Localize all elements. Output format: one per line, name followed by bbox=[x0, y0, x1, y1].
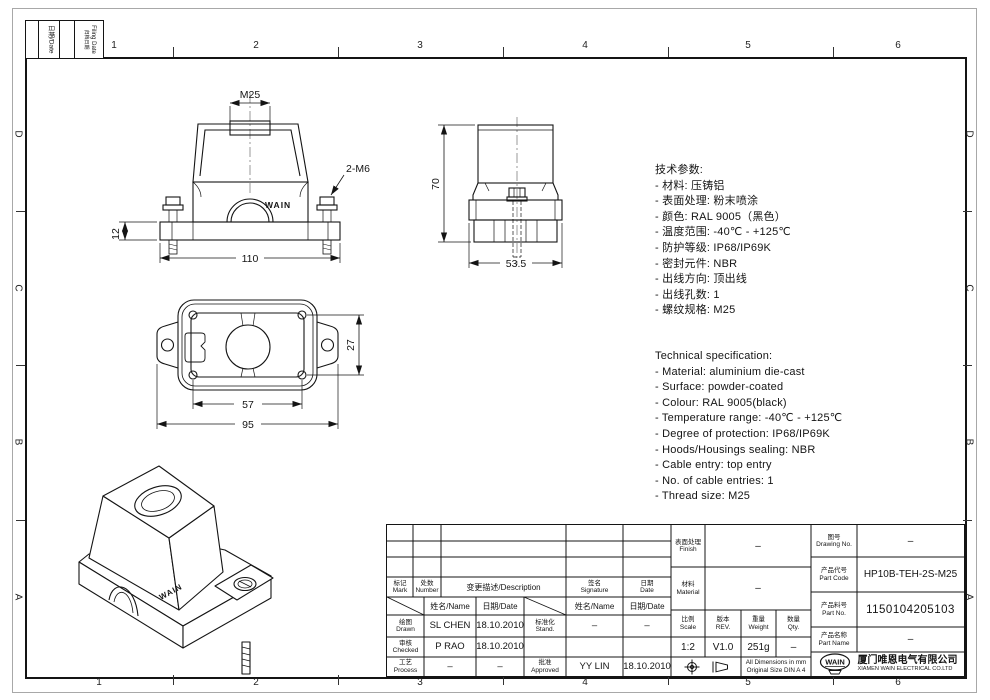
titleblock-scale-value: 1:2 bbox=[681, 641, 695, 653]
titleblock-partno-value: 1150104205103 bbox=[866, 603, 955, 616]
dim-overall-top: 95 bbox=[242, 419, 254, 431]
company-name-cn: 厦门唯恩电气有限公司 bbox=[857, 655, 958, 666]
side-view: 70 53.5 bbox=[430, 117, 563, 270]
titleblock-process-date: – bbox=[497, 660, 503, 672]
wain-logo: WAIN bbox=[819, 653, 850, 675]
zone-letter-right: A bbox=[963, 593, 975, 601]
spec-cn-title: 技术参数: bbox=[655, 164, 704, 176]
titleblock-partcode-value: HP10B-TEH-2S-M25 bbox=[863, 569, 958, 580]
titleblock-stand-date: – bbox=[644, 620, 650, 631]
titleblock-checked-date: 18.10.2010 bbox=[476, 641, 524, 652]
svg-text:WAIN: WAIN bbox=[825, 658, 845, 667]
zone-letter-left: A bbox=[12, 593, 24, 601]
titleblock-description-label: 变更描述/Description bbox=[466, 582, 541, 592]
brand-label-front: WAIN bbox=[265, 200, 291, 210]
titleblock-qty-value: – bbox=[790, 641, 797, 653]
drawing-frame bbox=[25, 57, 967, 679]
dim-flange-front: 12 bbox=[110, 228, 122, 240]
titleblock-grid bbox=[387, 525, 964, 676]
titleblock-drawn-date: 18.10.2010 bbox=[476, 620, 524, 631]
zone-number-bottom: 1 bbox=[96, 677, 102, 688]
titleblock-name-col-label: 姓名/Name bbox=[574, 601, 615, 611]
dim-holespan-top: 57 bbox=[242, 399, 254, 411]
titleblock-approved-date: 18.10.2010 bbox=[623, 660, 671, 672]
dim-thread-front: M25 bbox=[240, 89, 261, 101]
zone-number-bottom: 2 bbox=[253, 677, 259, 688]
filing-cell-filing-date: Filing Date 归档日期 bbox=[74, 20, 104, 59]
zone-number-bottom: 5 bbox=[745, 677, 751, 688]
titleblock-drawingno-value: – bbox=[907, 535, 914, 547]
zone-number-bottom: 3 bbox=[417, 677, 423, 688]
dim-width-front: 110 bbox=[242, 253, 259, 265]
zone-number-top: 4 bbox=[582, 40, 588, 51]
dim-holeheight-top: 27 bbox=[345, 339, 357, 351]
titleblock-weight-value: 251g bbox=[747, 641, 770, 653]
dim-width-side: 53.5 bbox=[506, 258, 527, 270]
zone-number-top: 5 bbox=[745, 40, 751, 51]
titleblock-name-col-label: 姓名/Name bbox=[430, 601, 470, 611]
company-cell: WAIN 厦门唯恩电气有限公司 XIAMEN WAIN ELECTRICAL C… bbox=[811, 652, 964, 676]
spec-en-title: Technical specification: bbox=[655, 350, 773, 362]
filing-date-label: 日期/Date bbox=[47, 25, 55, 54]
zone-letter-right: C bbox=[963, 284, 975, 292]
cone-projection-icon bbox=[712, 661, 728, 672]
titleblock-rev-value: V1.0 bbox=[712, 641, 734, 653]
zone-letter-left: B bbox=[12, 438, 24, 446]
zone-number-top: 6 bbox=[895, 40, 901, 51]
titleblock-finish-value: – bbox=[755, 540, 761, 552]
zone-letter-right: B bbox=[963, 438, 975, 446]
front-view: M25 2-M6 110 12 WAIN bbox=[110, 89, 370, 265]
titleblock-process-name: – bbox=[447, 660, 453, 672]
zone-letter-left: D bbox=[12, 130, 24, 138]
projection-symbols-cell bbox=[671, 657, 741, 676]
zone-number-bottom: 4 bbox=[582, 677, 588, 688]
zone-number-top: 1 bbox=[111, 40, 117, 51]
zone-number-top: 2 bbox=[253, 40, 259, 51]
spec-block-cn: 技术参数: - 材料: 压铸铝 - 表面处理: 粉末喷涂 - 颜色: RAL 9… bbox=[655, 164, 791, 317]
titleblock-stand-name: – bbox=[591, 620, 598, 631]
zone-number-bottom: 6 bbox=[895, 677, 901, 688]
zone-letter-left: C bbox=[12, 284, 24, 292]
first-angle-projection-icon bbox=[684, 659, 699, 674]
dim-screws-front: 2-M6 bbox=[346, 163, 370, 175]
zone-letter-right: D bbox=[963, 130, 975, 138]
titleblock-date-col-label: 日期/Date bbox=[629, 601, 665, 611]
titleblock-partname-value: – bbox=[907, 634, 914, 645]
top-view: 57 95 27 bbox=[156, 299, 364, 431]
dimensions-note-cell: All Dimensions in mm Original Size DIN A… bbox=[745, 658, 807, 674]
titleblock-date-col-label: 日期/Date bbox=[482, 601, 518, 611]
dim-height-side: 70 bbox=[430, 178, 442, 190]
company-name-en: XIAMEN WAIN ELECTRICAL CO.LTD bbox=[857, 666, 953, 672]
titleblock-material-value: – bbox=[755, 583, 761, 594]
filing-date-cn-en-label: Filing Date 归档日期 bbox=[83, 25, 96, 54]
titleblock-approved-name: YY LIN bbox=[579, 660, 610, 672]
isometric-view: WAIN bbox=[78, 465, 274, 675]
spec-block-en: Technical specification: - Material: alu… bbox=[655, 350, 843, 503]
zone-number-top: 3 bbox=[417, 40, 423, 51]
page-border bbox=[12, 8, 977, 693]
titleblock-checked-name: P RAO bbox=[435, 641, 465, 652]
titleblock-drawn-name: SL CHEN bbox=[429, 620, 471, 631]
